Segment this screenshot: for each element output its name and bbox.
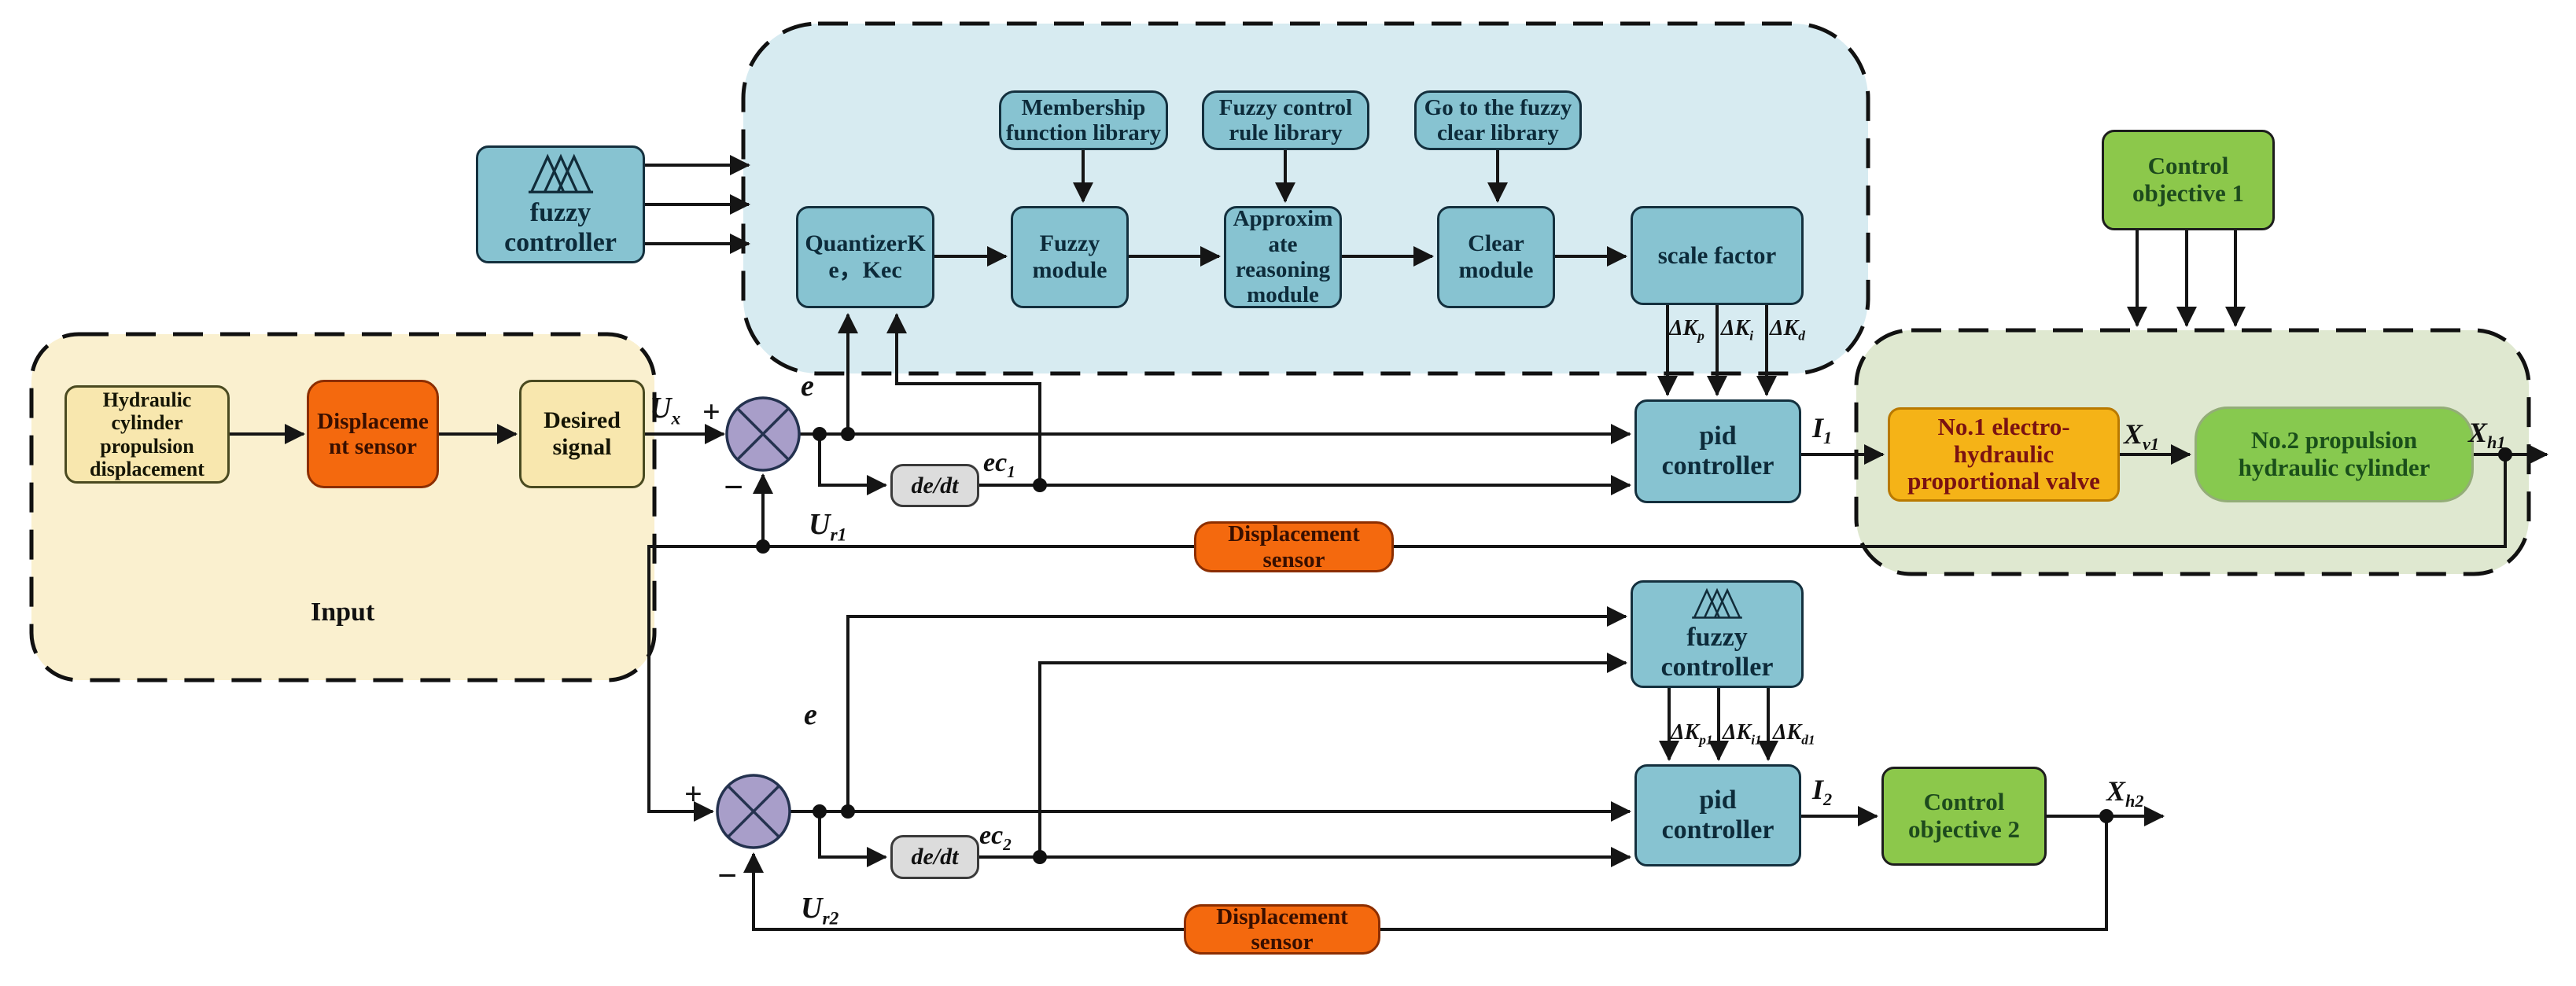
fuzzy-controller-1-block: fuzzy controller — [476, 145, 645, 263]
hydraulic-displacement-block: Hydraulic cylinder propulsion displaceme… — [64, 385, 230, 484]
pid-controller-1-block: pid controller — [1634, 399, 1801, 503]
xh1-label: Xh1 — [2468, 417, 2506, 453]
membership-library-label: Membership function library — [1005, 94, 1162, 145]
derivative-2-block: de/dt — [890, 835, 979, 879]
approx-reasoning-module-label: Approximate reasoning module — [1233, 206, 1333, 308]
valve-no1-block: No.1 electro-hydraulic proportional valv… — [1888, 407, 2120, 502]
input-region-caption: Input — [311, 598, 375, 627]
desired-signal-label: Desired signal — [544, 407, 621, 460]
desired-signal-block: Desired signal — [519, 380, 645, 488]
control-objective-1-block: Control objective 1 — [2102, 130, 2275, 230]
plus2-label: + — [684, 776, 702, 811]
fuzzy-controller-2-label: fuzzy controller — [1660, 622, 1774, 682]
derivative-2-label: de/dt — [911, 844, 959, 870]
clear-module-block: Clear module — [1437, 206, 1555, 308]
wires — [230, 149, 2548, 931]
dki-label: ΔKi — [1721, 316, 1754, 344]
hydraulic-displacement-label: Hydraulic cylinder propulsion displaceme… — [90, 388, 205, 480]
clear-library-label: Go to the fuzzy clear library — [1424, 94, 1572, 145]
displacement-sensor-loop2-label: Displacement sensor — [1216, 903, 1348, 955]
plus1-label: + — [702, 394, 720, 429]
control-objective-2-block: Control objective 2 — [1881, 767, 2047, 866]
i2-label: I2 — [1812, 774, 1833, 810]
scale-factor-block: scale factor — [1631, 206, 1804, 305]
fuzzy-module-label: Fuzzy module — [1032, 230, 1107, 283]
displacement-sensor-loop2-block: Displacement sensor — [1184, 904, 1380, 955]
summing-junction-1 — [725, 396, 801, 472]
control-objective-1-label: Control objective 1 — [2132, 152, 2245, 207]
scale-factor-label: scale factor — [1657, 241, 1777, 269]
dkp1-label: ΔKp1 — [1671, 720, 1713, 748]
membership-functions-icon — [1692, 587, 1742, 619]
pid-controller-2-label: pid controller — [1661, 785, 1774, 844]
ec2-label: ec2 — [979, 821, 1012, 854]
clear-library-block: Go to the fuzzy clear library — [1414, 90, 1582, 150]
quantizer-block: QuantizerKe，Kec — [796, 206, 934, 308]
displacement-sensor-loop1-label: Displacement sensor — [1228, 521, 1360, 572]
membership-library-block: Membership function library — [999, 90, 1168, 150]
cylinder-no2-label: No.2 propulsion hydraulic cylinder — [2238, 426, 2430, 481]
control-objective-2-label: Control objective 2 — [1907, 788, 2021, 843]
ur2-label: Ur2 — [801, 892, 839, 929]
membership-functions-icon — [528, 153, 593, 193]
cylinder-no2-block: No.2 propulsion hydraulic cylinder — [2195, 407, 2474, 502]
xv1-label: Xv1 — [2124, 418, 2160, 454]
junction-dots — [756, 427, 2512, 864]
dkd1-label: ΔKd1 — [1773, 720, 1815, 748]
minus2-label: − — [717, 856, 738, 895]
rule-library-block: Fuzzy control rule library — [1202, 90, 1369, 150]
derivative-1-block: de/dt — [890, 464, 979, 507]
ux-label: Ux — [650, 392, 681, 429]
rule-library-label: Fuzzy control rule library — [1218, 94, 1353, 145]
e1-label: e — [801, 370, 814, 403]
displacement-sensor-input-label: Displacement sensor — [317, 408, 429, 459]
xh2-label: Xh2 — [2106, 775, 2144, 811]
displacement-sensor-input-block: Displacement sensor — [307, 380, 439, 488]
fuzzy-controller-1-label: fuzzy controller — [504, 197, 617, 257]
ur1-label: Ur1 — [809, 508, 847, 546]
summing-junction-2 — [716, 774, 791, 849]
quantizer-label: QuantizerKe，Kec — [805, 230, 926, 283]
derivative-1-label: de/dt — [911, 472, 959, 499]
displacement-sensor-loop1-block: Displacement sensor — [1194, 521, 1394, 572]
ec1-label: ec1 — [983, 448, 1015, 481]
e2-label: e — [804, 698, 817, 731]
dki1-label: ΔKi1 — [1723, 720, 1762, 748]
pid-controller-2-block: pid controller — [1634, 764, 1801, 866]
clear-module-label: Clear module — [1458, 230, 1534, 283]
approx-reasoning-module-block: Approximate reasoning module — [1224, 206, 1342, 308]
dkd-label: ΔKd — [1770, 316, 1805, 344]
i1-label: I1 — [1812, 412, 1833, 448]
minus1-label: − — [724, 468, 744, 506]
fuzzy-module-block: Fuzzy module — [1011, 206, 1129, 308]
valve-no1-label: No.1 electro-hydraulic proportional valv… — [1907, 412, 2100, 495]
dkp-label: ΔKp — [1669, 316, 1704, 344]
pid-controller-1-label: pid controller — [1661, 421, 1774, 480]
fuzzy-controller-2-block: fuzzy controller — [1631, 580, 1804, 688]
